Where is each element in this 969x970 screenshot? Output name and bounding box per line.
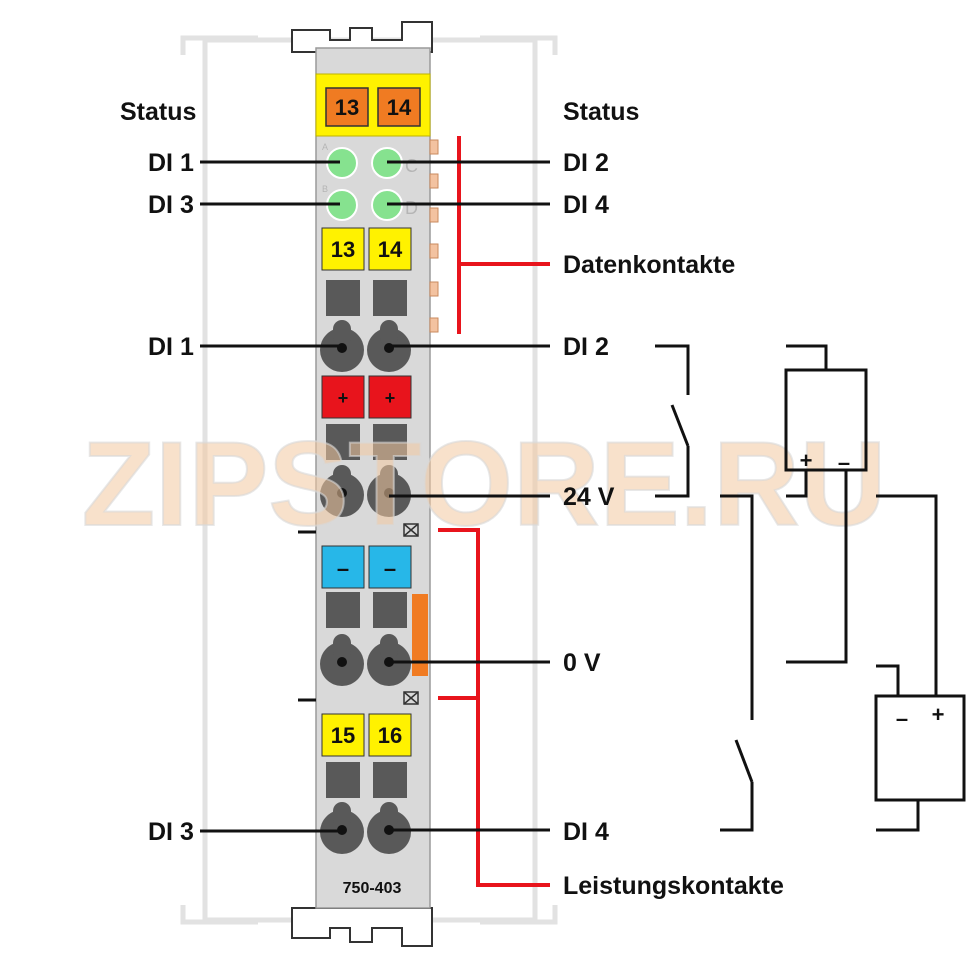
wire-entry-di4: [367, 802, 411, 854]
label-0v: 0 V: [563, 649, 601, 677]
switch-di4-contact: [734, 739, 754, 783]
label-24v: 24 V: [563, 483, 615, 511]
terminal-marker-minus-left: [321, 545, 365, 589]
module-top-clip: [291, 21, 433, 53]
led-letter-b: B: [322, 184, 328, 194]
leistungskontakte-bracket: [438, 528, 550, 887]
switch-di4-wire: [720, 782, 754, 832]
led-letter-a: A: [322, 142, 328, 152]
lower-box: [874, 694, 966, 802]
terminal-marker-plus-left: [321, 375, 365, 419]
upper-box-plus-sign: +: [800, 448, 813, 473]
switch-di2-wire-lower: [655, 446, 690, 498]
external-circuit: [655, 344, 966, 832]
top-marker-14-label: 14: [387, 95, 412, 120]
label-leistungskontakte: Leistungskontakte: [563, 872, 784, 900]
terminal-marker-plus-left-label: +: [338, 388, 349, 408]
terminal-marker-15: [321, 713, 365, 757]
label-di4-status: DI 4: [563, 191, 609, 219]
power-contact-upper: [403, 523, 419, 537]
right-leader-lines: [387, 160, 550, 832]
status-label-left: Status: [120, 98, 196, 126]
module: 13 14 A C B D 13 14: [291, 21, 439, 947]
label-di3-status: DI 3: [148, 191, 194, 219]
terminal-marker-14: [368, 227, 412, 271]
lower-box-plus-sign: +: [932, 702, 945, 727]
terminal-marker-16-label: 16: [378, 723, 402, 748]
terminal-marker-16: [368, 713, 412, 757]
release-slot: [373, 280, 407, 316]
orange-side-contact: [412, 594, 428, 676]
label-di3-terminal: DI 3: [148, 818, 194, 846]
left-leader-lines: [200, 160, 342, 833]
release-slot: [326, 592, 360, 628]
lower-box-minus-sign: –: [896, 706, 908, 731]
release-slot: [373, 592, 407, 628]
terminal-marker-15-label: 15: [331, 723, 355, 748]
bus-24v: [720, 494, 754, 720]
terminal-marker-plus-right: [368, 375, 412, 419]
terminal-marker-13-label: 13: [331, 237, 355, 262]
terminal-marker-minus-left-label: –: [337, 556, 349, 581]
label-di2-terminal: DI 2: [563, 333, 609, 361]
release-slot: [326, 280, 360, 316]
release-slot: [373, 762, 407, 798]
lower-box-bottom-wire: [876, 800, 920, 832]
release-slot: [326, 762, 360, 798]
power-contact-lower: [403, 691, 419, 705]
wire-entry-24v-left: [320, 465, 364, 517]
upper-box-return-wire: [876, 494, 938, 696]
upper-box-top-wire: [786, 344, 828, 370]
label-di1-terminal: DI 1: [148, 333, 194, 361]
module-bottom-clip: [291, 907, 433, 947]
upper-box-minus-wire: [786, 470, 848, 664]
watermark: ZIPSTORE.RU: [82, 417, 887, 551]
top-marker-13-label: 13: [335, 95, 359, 120]
switch-di2-wire: [655, 344, 690, 395]
wire-entry-0v-left: [320, 634, 364, 686]
module-model-number: 750-403: [343, 880, 402, 897]
release-slot: [373, 424, 407, 460]
switch-di2-contact: [670, 404, 690, 447]
led-letter-c: C: [405, 156, 418, 176]
terminal-marker-plus-right-label: +: [385, 388, 396, 408]
wire-entry-0v-right: [367, 634, 411, 686]
status-label-right: Status: [563, 98, 639, 126]
led-letter-d: D: [405, 198, 418, 218]
terminal-marker-minus-right-label: –: [384, 556, 396, 581]
label-di1-status: DI 1: [148, 149, 194, 177]
upper-box: [784, 368, 868, 472]
top-marker-13: [325, 87, 369, 127]
data-contacts: [429, 139, 439, 333]
upper-box-minus-sign: –: [838, 450, 850, 475]
datenkontakte-bracket: [457, 136, 550, 334]
label-di4-terminal: DI 4: [563, 818, 609, 846]
terminal-marker-13: [321, 227, 365, 271]
lower-box-minus-top: [876, 664, 900, 696]
top-marker-14: [377, 87, 421, 127]
terminal-marker-14-label: 14: [378, 237, 403, 262]
label-di2-status: DI 2: [563, 149, 609, 177]
upper-box-plus-wire: [786, 470, 808, 498]
release-slot: [326, 424, 360, 460]
terminal-marker-minus-right: [368, 545, 412, 589]
label-datenkontakte: Datenkontakte: [563, 251, 735, 279]
